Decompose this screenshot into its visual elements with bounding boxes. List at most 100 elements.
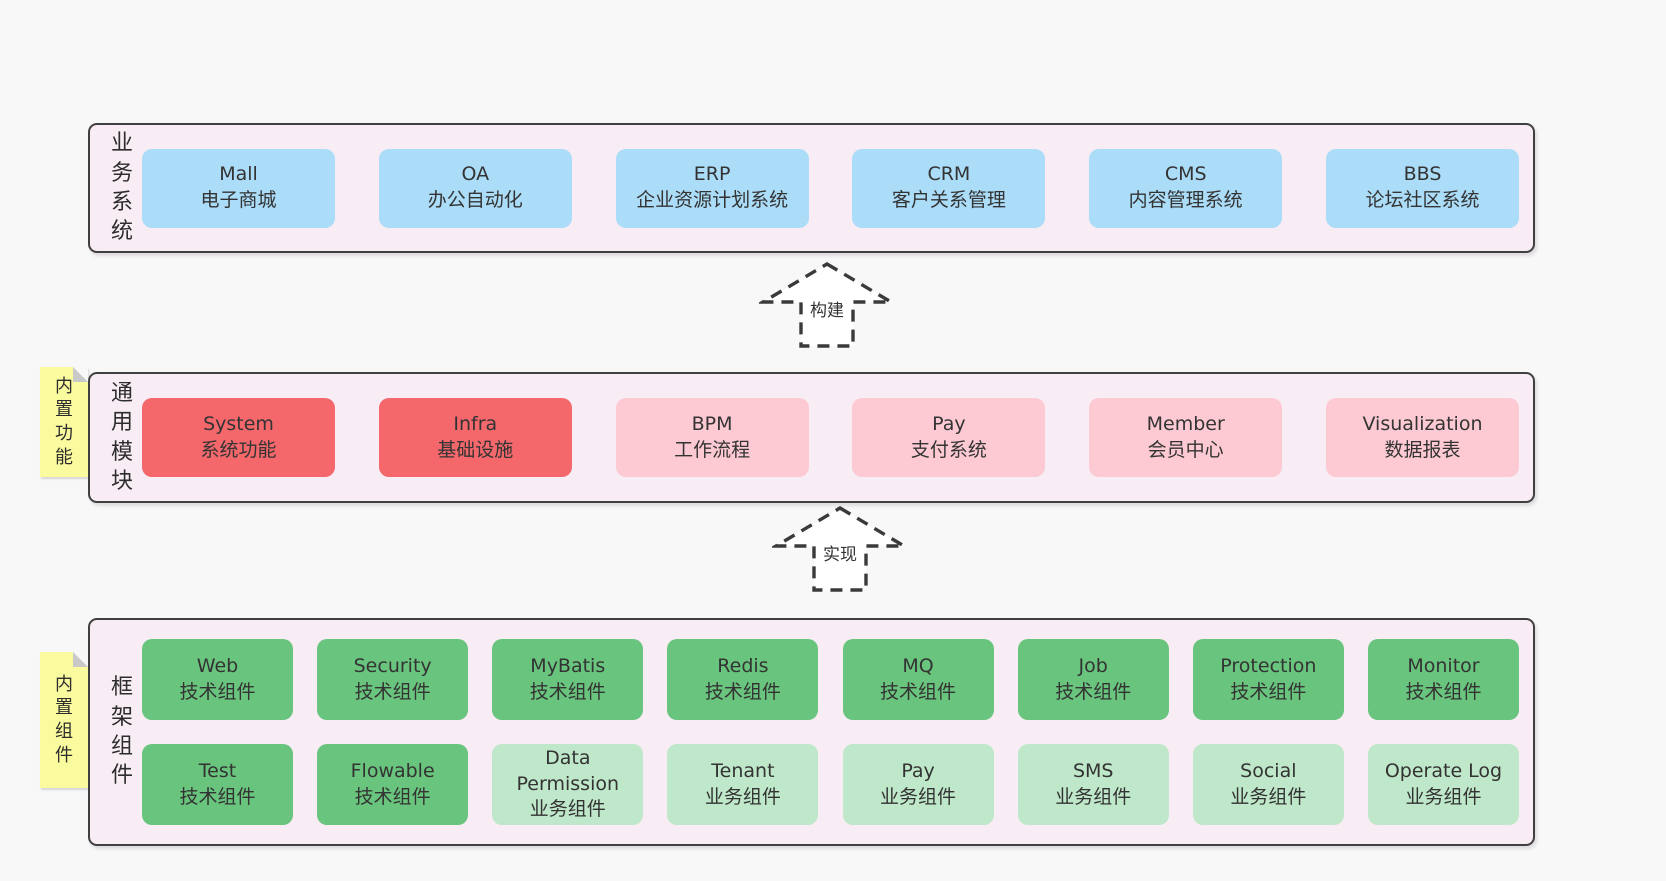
box-data-permission: Data Permission 业务组件 <box>492 744 644 825</box>
box-subtitle: 技术组件 <box>354 785 431 808</box>
box-tenant: Tenant 业务组件 <box>667 744 819 825</box>
box-title: Monitor <box>1407 654 1480 677</box>
box-infra: Infra 基础设施 <box>378 398 572 477</box>
box-subtitle: 系统功能 <box>200 438 277 461</box>
box-title: BPM <box>691 412 733 435</box>
box-bpm: BPM 工作流程 <box>615 398 809 477</box>
box-title: CMS <box>1164 163 1207 186</box>
box-title: Visualization <box>1362 412 1483 435</box>
box-subtitle: 基础设施 <box>437 438 514 461</box>
component-box-rows: Web 技术组件 Security 技术组件 MyBatis 技术组件 Redi… <box>142 639 1519 825</box>
box-title: MQ <box>902 654 934 677</box>
box-visualization: Visualization 数据报表 <box>1325 398 1519 477</box>
box-subtitle: 业务组件 <box>1405 785 1482 808</box>
box-title: Infra <box>453 412 498 435</box>
box-redis: Redis 技术组件 <box>667 639 819 720</box>
box-subtitle: 数据报表 <box>1384 438 1461 461</box>
layer-business-systems: 业务系统 Mall 电子商城 OA 办公自动化 ERP 企业资源计划系统 CRM… <box>88 123 1535 253</box>
box-subtitle: 支付系统 <box>910 438 987 461</box>
box-subtitle: 论坛社区系统 <box>1365 189 1480 211</box>
note-fold-corner <box>73 652 88 667</box>
build-arrow-label: 构建 <box>807 295 847 322</box>
box-title: OA <box>461 163 490 186</box>
build-arrow: 构建 <box>759 261 895 349</box>
box-subtitle: 技术组件 <box>880 680 957 703</box>
box-title: Web <box>196 654 239 677</box>
box-title: Job <box>1078 654 1108 677</box>
box-title: Data Permission <box>516 746 620 795</box>
box-title: Redis <box>717 654 769 677</box>
box-subtitle: 办公自动化 <box>427 189 523 211</box>
box-title: Operate Log <box>1384 759 1503 782</box>
box-subtitle: 客户关系管理 <box>891 189 1006 211</box>
box-bbs: BBS 论坛社区系统 <box>1325 148 1519 228</box>
box-monitor: Monitor 技术组件 <box>1367 639 1519 720</box>
box-flowable: Flowable 技术组件 <box>317 744 469 825</box>
box-job: Job 技术组件 <box>1017 639 1169 720</box>
box-title: Member <box>1146 412 1225 435</box>
note-fold-corner <box>73 367 88 382</box>
box-subtitle: 技术组件 <box>179 785 256 808</box>
box-title: Flowable <box>350 759 435 782</box>
box-subtitle: 业务组件 <box>704 785 781 808</box>
implement-arrow: 实现 <box>772 505 908 593</box>
box-crm: CRM 客户关系管理 <box>852 148 1046 228</box>
box-pay-business: Pay 业务组件 <box>842 744 994 825</box>
box-title: Pay <box>901 759 935 782</box>
box-subtitle: 业务组件 <box>880 785 957 808</box>
box-title: SMS <box>1072 759 1114 782</box>
box-subtitle: 技术组件 <box>1055 680 1132 703</box>
box-title: Protection <box>1220 654 1317 677</box>
component-row-2: Test 技术组件 Flowable 技术组件 Data Permission … <box>142 744 1519 825</box>
box-subtitle: 工作流程 <box>674 438 751 461</box>
layer-framework-components: 框架组件 Web 技术组件 Security 技术组件 MyBatis 技术组件… <box>88 618 1535 846</box>
box-operate-log: Operate Log 业务组件 <box>1367 744 1519 825</box>
box-subtitle: 技术组件 <box>529 680 606 703</box>
box-title: Tenant <box>711 759 775 782</box>
sticky-note-text: 内置功能 <box>55 375 73 468</box>
box-protection: Protection 技术组件 <box>1192 639 1344 720</box>
box-subtitle: 内容管理系统 <box>1128 189 1243 211</box>
box-mq: MQ 技术组件 <box>842 639 994 720</box>
box-oa: OA 办公自动化 <box>378 148 572 228</box>
component-row-1: Web 技术组件 Security 技术组件 MyBatis 技术组件 Redi… <box>142 639 1519 720</box>
box-title: Mall <box>219 163 258 186</box>
box-title: Test <box>198 759 237 782</box>
box-subtitle: 业务组件 <box>529 798 606 821</box>
box-security: Security 技术组件 <box>317 639 469 720</box>
box-subtitle: 业务组件 <box>1230 785 1307 808</box>
box-subtitle: 技术组件 <box>704 680 781 703</box>
box-subtitle: 企业资源计划系统 <box>636 189 789 211</box>
box-test: Test 技术组件 <box>142 744 293 825</box>
box-mybatis: MyBatis 技术组件 <box>492 639 644 720</box>
box-web: Web 技术组件 <box>142 639 293 720</box>
box-subtitle: 技术组件 <box>354 680 431 703</box>
box-title: CRM <box>927 163 971 186</box>
box-title: Social <box>1240 759 1297 782</box>
box-title: BBS <box>1403 163 1442 186</box>
box-title: System <box>203 412 274 435</box>
box-subtitle: 技术组件 <box>179 680 256 703</box>
box-member: Member 会员中心 <box>1089 398 1283 477</box>
layer-label-business-systems: 业务系统 <box>110 131 133 245</box>
box-cms: CMS 内容管理系统 <box>1089 148 1283 228</box>
module-box-row: System 系统功能 Infra 基础设施 BPM 工作流程 Pay 支付系统… <box>142 398 1519 477</box>
layer-common-modules: 通用模块 System 系统功能 Infra 基础设施 BPM 工作流程 Pay… <box>88 372 1535 503</box>
implement-arrow-label: 实现 <box>820 539 860 566</box>
box-subtitle: 技术组件 <box>1405 680 1482 703</box>
box-mall: Mall 电子商城 <box>142 148 335 228</box>
box-title: Security <box>353 654 432 677</box>
layer-label-framework-components: 框架组件 <box>110 675 133 789</box>
box-subtitle: 会员中心 <box>1147 438 1224 461</box>
box-title: Pay <box>932 412 966 435</box>
box-title: ERP <box>693 163 731 186</box>
box-sms: SMS 业务组件 <box>1017 744 1169 825</box>
box-system: System 系统功能 <box>142 398 335 477</box>
sticky-note-built-in-features: 内置功能 <box>40 367 88 477</box>
business-box-row: Mall 电子商城 OA 办公自动化 ERP 企业资源计划系统 CRM 客户关系… <box>142 148 1519 228</box>
box-pay: Pay 支付系统 <box>852 398 1046 477</box>
sticky-note-built-in-components: 内置组件 <box>40 652 88 788</box>
box-social: Social 业务组件 <box>1192 744 1344 825</box>
layer-label-common-modules: 通用模块 <box>110 380 133 494</box>
box-erp: ERP 企业资源计划系统 <box>615 148 809 228</box>
